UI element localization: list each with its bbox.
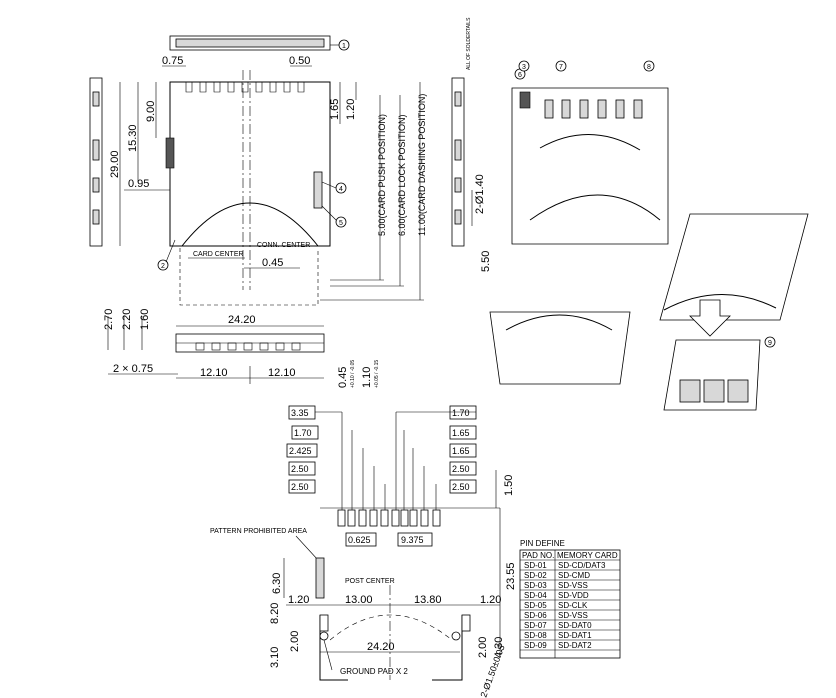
pin-row-1-pad: SD-02 <box>524 571 547 580</box>
balloon-5: 5 <box>339 220 343 227</box>
balloon-1: 1 <box>342 43 346 50</box>
right-side-view: 2-Ø1.40 ALL OF SOLDERTAILS <box>451 17 486 247</box>
pin-row-3-pad: SD-04 <box>524 591 547 600</box>
pin-row-6-pad: SD-07 <box>524 621 547 630</box>
dim-2-20: 2.20 <box>121 309 133 330</box>
pcb-dim-1-20-left: 1.20 <box>288 594 309 606</box>
pcb-layout: 3.35 1.70 2.425 2.50 2.50 1.70 1.65 1.65… <box>210 405 517 698</box>
pcb-dim-13-00: 13.00 <box>345 594 373 606</box>
dim-0-50: 0.50 <box>289 55 310 67</box>
label-conn-center: CONN. CENTER <box>257 242 310 249</box>
left-side-view <box>89 77 103 247</box>
pin-row-8-signal: SD-DAT2 <box>558 641 592 650</box>
label-post-center: POST CENTER <box>345 578 395 585</box>
dim-24-20-top: 24.20 <box>228 314 256 326</box>
dim-0-95: 0.95 <box>128 178 149 190</box>
balloon-6: 6 <box>518 72 522 79</box>
pin-header-pad: PAD NO. <box>522 551 554 560</box>
balloon-7: 7 <box>559 64 563 71</box>
pin-row-8-pad: SD-09 <box>524 641 547 650</box>
pcb-dim-8-20: 8.20 <box>269 603 281 624</box>
pcb-dim-13-80: 13.80 <box>414 594 442 606</box>
pcb-right-box-1: 1.65 <box>452 428 470 438</box>
pin-row-0-signal: SD-CD/DAT3 <box>558 561 606 570</box>
label-card-center: CARD CENTER <box>193 251 244 258</box>
pcb-left-box-0: 3.35 <box>291 408 309 418</box>
pcb-dim-24-20: 24.20 <box>367 641 395 653</box>
dim-0-45-tol-band: +0.10 / -0.05 <box>350 360 356 388</box>
pin-row-5-signal: SD-VSS <box>558 611 588 620</box>
pin-row-0-pad: SD-01 <box>524 561 547 570</box>
balloon-4: 4 <box>339 186 343 193</box>
balloon-2: 2 <box>161 263 165 270</box>
pin-row-1-signal: SD-CMD <box>558 571 590 580</box>
dim-0-45-tol: 0.45 <box>337 367 349 388</box>
pcb-dim-9-375: 9.375 <box>401 535 424 545</box>
marking-soldertails: ALL OF SOLDERTAILS <box>466 17 472 70</box>
pcb-left-box-4: 2.50 <box>291 482 309 492</box>
iso-connector-top: 6 3 7 8 <box>511 60 669 245</box>
pcb-dim-6-30: 6.30 <box>271 573 283 594</box>
pcb-dim-4-30: 4.30 <box>493 637 505 658</box>
dim-0-75: 0.75 <box>162 55 183 67</box>
dim-1-10-tol-band: +0.05 / -0.15 <box>374 360 380 388</box>
pcb-right-box-2: 1.65 <box>452 446 470 456</box>
pcb-dim-3-10: 3.10 <box>269 647 281 668</box>
dim-15-30: 15.30 <box>127 124 139 152</box>
dim-29-00: 29.00 <box>109 150 121 178</box>
label-ground-pad: GROUND PAD X 2 <box>340 667 408 676</box>
dim-hole-1-40: 2-Ø1.40 <box>474 174 486 214</box>
dim-12-10-right: 12.10 <box>268 367 296 379</box>
label-pattern-prohibited: PATTERN PROHIBITED AREA <box>210 528 307 535</box>
iso-connector-shell <box>659 213 809 337</box>
balloon-3: 3 <box>522 64 526 71</box>
front-view: 0.75 0.50 29.00 15.30 9.00 0.95 1.65 1.2… <box>109 55 492 306</box>
dim-2-70: 2.70 <box>103 309 115 330</box>
pcb-dim-1-50: 1.50 <box>503 475 515 496</box>
pcb-dim-0-625: 0.625 <box>348 535 371 545</box>
pcb-dim-2-00-right: 2.00 <box>477 637 489 658</box>
pin-row-3-signal: SD-VDD <box>558 591 589 600</box>
dim-5-50: 5.50 <box>480 251 492 272</box>
dim-12-10-left: 12.10 <box>200 367 228 379</box>
pcb-left-box-3: 2.50 <box>291 464 309 474</box>
pin-row-7-signal: SD-DAT1 <box>558 631 592 640</box>
dim-lock-position: 6.00(CARD LOCK POSITION) <box>397 114 407 236</box>
pcb-dim-23-55: 23.55 <box>505 562 517 590</box>
pcb-right-box-4: 2.50 <box>452 482 470 492</box>
pin-row-4-signal: SD-CLK <box>558 601 588 610</box>
dim-1-10-tol: 1.10 <box>361 367 373 388</box>
bottom-profile: 24.20 2.70 2.20 1.60 2 × 0.75 12.10 12.1… <box>103 309 380 388</box>
iso-card: 9 <box>663 336 776 411</box>
dim-2x0-75: 2 × 0.75 <box>113 363 153 375</box>
dim-1-65: 1.65 <box>329 99 341 120</box>
pin-row-2-pad: SD-03 <box>524 581 547 590</box>
pin-row-6-signal: SD-DAT0 <box>558 621 592 630</box>
pin-row-4-pad: SD-05 <box>524 601 547 610</box>
pcb-right-box-3: 2.50 <box>452 464 470 474</box>
top-view: 1 <box>169 35 350 51</box>
dim-0-45: 0.45 <box>262 257 283 269</box>
dim-dash-position: 11.00(CARD DASHING POSITION) <box>417 94 427 236</box>
pcb-dim-1-20-right: 1.20 <box>480 594 501 606</box>
dim-9-00: 9.00 <box>145 101 157 122</box>
pcb-right-box-0: 1.70 <box>452 408 470 418</box>
balloon-8: 8 <box>647 64 651 71</box>
dim-push-position: 5.00(CARD PUSH POSITION) <box>377 114 387 236</box>
dim-1-60: 1.60 <box>139 309 151 330</box>
iso-connector-bottom <box>489 311 631 385</box>
balloon-9: 9 <box>768 340 772 347</box>
pin-row-5-pad: SD-06 <box>524 611 547 620</box>
pcb-left-box-2: 2.425 <box>289 446 312 456</box>
dim-1-20: 1.20 <box>345 99 357 120</box>
pin-define-table: PIN DEFINE PAD NO. MEMORY CARD SD-01 SD-… <box>519 539 621 659</box>
pcb-left-box-1: 1.70 <box>294 428 312 438</box>
pin-row-7-pad: SD-08 <box>524 631 547 640</box>
pin-table-title: PIN DEFINE <box>520 539 565 548</box>
pin-header-card: MEMORY CARD <box>557 551 618 560</box>
pcb-dim-2-00-left: 2.00 <box>289 631 301 652</box>
pin-row-2-signal: SD-VSS <box>558 581 588 590</box>
